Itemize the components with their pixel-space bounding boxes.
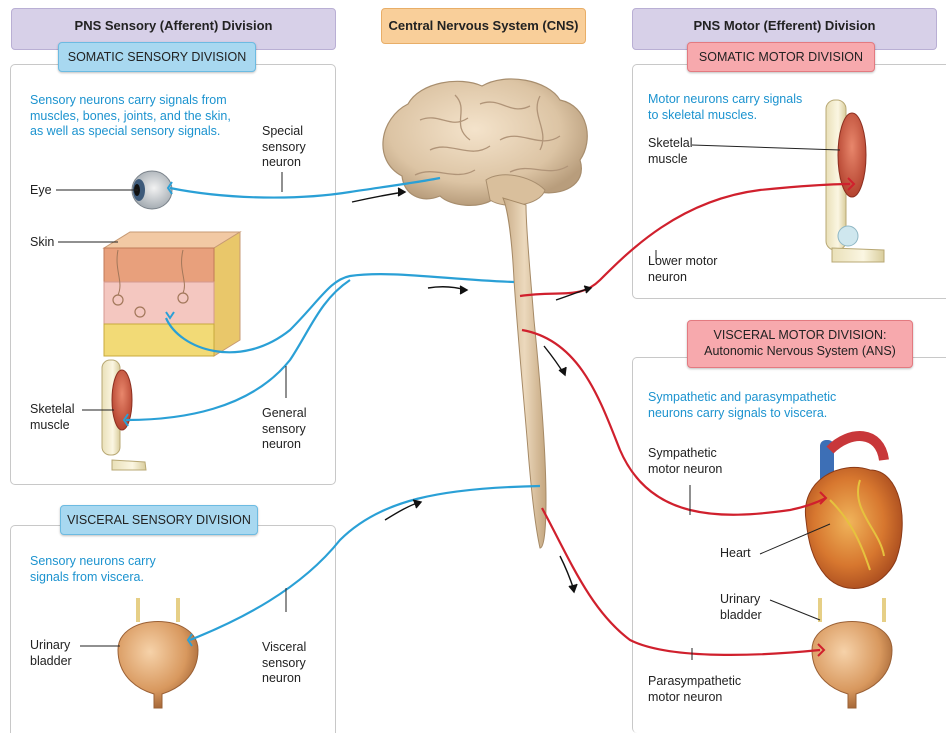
special-sensory-neuron-label: Special sensory neuron [262,124,332,171]
skeletal-muscle-left-illustration [102,360,146,470]
skin-label: Skin [30,235,54,251]
sympathetic-neuron-path [522,330,826,515]
brain-illustration [383,79,587,205]
heart-illustration [805,436,902,588]
visceral-sensory-description: Sensory neurons carry signals from visce… [30,554,170,585]
somatic-sensory-description: Sensory neurons carry signals from muscl… [30,93,240,140]
spinal-cord [503,198,546,548]
parasympathetic-neuron-path [542,508,820,655]
heart-label: Heart [720,546,751,562]
skeletal-muscle-right-illustration [826,100,884,262]
visceral-sensory-neuron-path [190,486,540,640]
skeletal-muscle-sensory-label: Sketelal muscle [30,402,90,433]
visceral-motor-description: Sympathetic and parasympathetic neurons … [648,390,858,421]
sympathetic-motor-neuron-label: Sympathetic motor neuron [648,446,738,477]
visceral-sensory-neuron-label: Visceral sensory neuron [262,640,332,687]
urinary-bladder-sensory-label: Urinary bladder [30,638,90,669]
general-sensory-neuron-label: General sensory neuron [262,406,332,453]
eye-label: Eye [30,183,52,199]
bladder-right-illustration [812,598,892,708]
parasympathetic-motor-neuron-label: Parasympathetic motor neuron [648,674,758,705]
skin-illustration [104,232,240,356]
bladder-left-illustration [118,598,198,708]
skeletal-muscle-motor-label: Sketelal muscle [648,136,708,167]
somatic-motor-description: Motor neurons carry signals to skeletal … [648,92,808,123]
lower-motor-neuron-label: Lower motor neuron [648,254,728,285]
urinary-bladder-motor-label: Urinary bladder [720,592,780,623]
